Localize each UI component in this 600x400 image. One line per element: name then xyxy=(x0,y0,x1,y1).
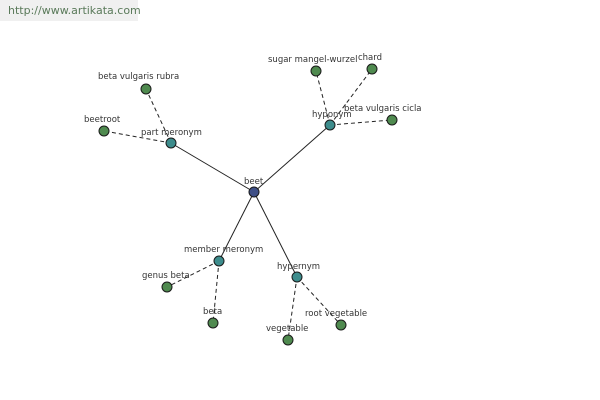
node-genus-beta[interactable] xyxy=(161,281,173,293)
label-part-meronym[interactable]: part meronym xyxy=(141,128,202,138)
label-genus-beta[interactable]: genus beta xyxy=(142,271,190,281)
node-root-vegetable[interactable] xyxy=(335,319,347,331)
label-chard[interactable]: chard xyxy=(358,53,382,63)
label-root-vegetable[interactable]: root vegetable xyxy=(305,309,367,319)
edge-hypernym-vegetable xyxy=(287,276,298,341)
edge-beet-member-meronym xyxy=(218,191,255,262)
node-beetroot[interactable] xyxy=(98,125,110,137)
edge-member-meronym-beta xyxy=(212,260,220,324)
label-beetroot[interactable]: beetroot xyxy=(84,115,121,125)
node-vegetable[interactable] xyxy=(282,334,294,346)
node-beta-vulgaris-rubra[interactable] xyxy=(140,83,152,95)
node-sugar-mangel-wurzel[interactable] xyxy=(310,65,322,77)
edge-hyponym-chard xyxy=(329,68,373,126)
label-hyponym[interactable]: hyponym xyxy=(312,110,352,120)
node-beta[interactable] xyxy=(207,317,219,329)
node-chard[interactable] xyxy=(366,63,378,75)
node-hyponym[interactable] xyxy=(324,119,336,131)
edge-hyponym-beta-vulgaris-cicla xyxy=(329,119,393,126)
edge-part-meronym-beta-vulgaris-rubra xyxy=(145,88,172,144)
graph-edges xyxy=(103,68,393,341)
edge-hyponym-sugar-mangel-wurzel xyxy=(315,70,331,126)
edge-beet-part-meronym xyxy=(170,142,255,193)
edge-beet-hypernym xyxy=(253,191,298,278)
label-beta-vulgaris-rubra[interactable]: beta vulgaris rubra xyxy=(98,72,179,82)
node-hypernym[interactable] xyxy=(291,271,303,283)
node-part-meronym[interactable] xyxy=(165,137,177,149)
label-member-meronym[interactable]: member meronym xyxy=(184,245,263,255)
node-beta-vulgaris-cicla[interactable] xyxy=(386,114,398,126)
label-beet[interactable]: beet xyxy=(244,177,264,187)
label-beta-vulgaris-cicla[interactable]: beta vulgaris cicla xyxy=(344,104,422,114)
node-beet[interactable] xyxy=(248,186,260,198)
graph-labels: beta vulgaris rubra beetroot part meronym s… xyxy=(84,53,422,334)
label-beta[interactable]: beta xyxy=(203,307,222,317)
label-vegetable[interactable]: vegetable xyxy=(266,324,308,334)
graph-nodes xyxy=(98,63,398,346)
site-url-link[interactable]: http://www.artikata.com xyxy=(8,4,141,17)
label-hypernym[interactable]: hypernym xyxy=(277,262,320,272)
edge-beet-hyponym xyxy=(253,124,331,193)
edge-hypernym-root-vegetable xyxy=(296,276,342,326)
edge-member-meronym-genus-beta xyxy=(166,260,220,288)
edge-part-meronym-beetroot xyxy=(103,130,172,144)
url-banner: http://www.artikata.com xyxy=(0,0,141,21)
label-sugar-mangel-wurzel[interactable]: sugar mangel-wurzel xyxy=(268,55,357,65)
node-member-meronym[interactable] xyxy=(213,255,225,267)
